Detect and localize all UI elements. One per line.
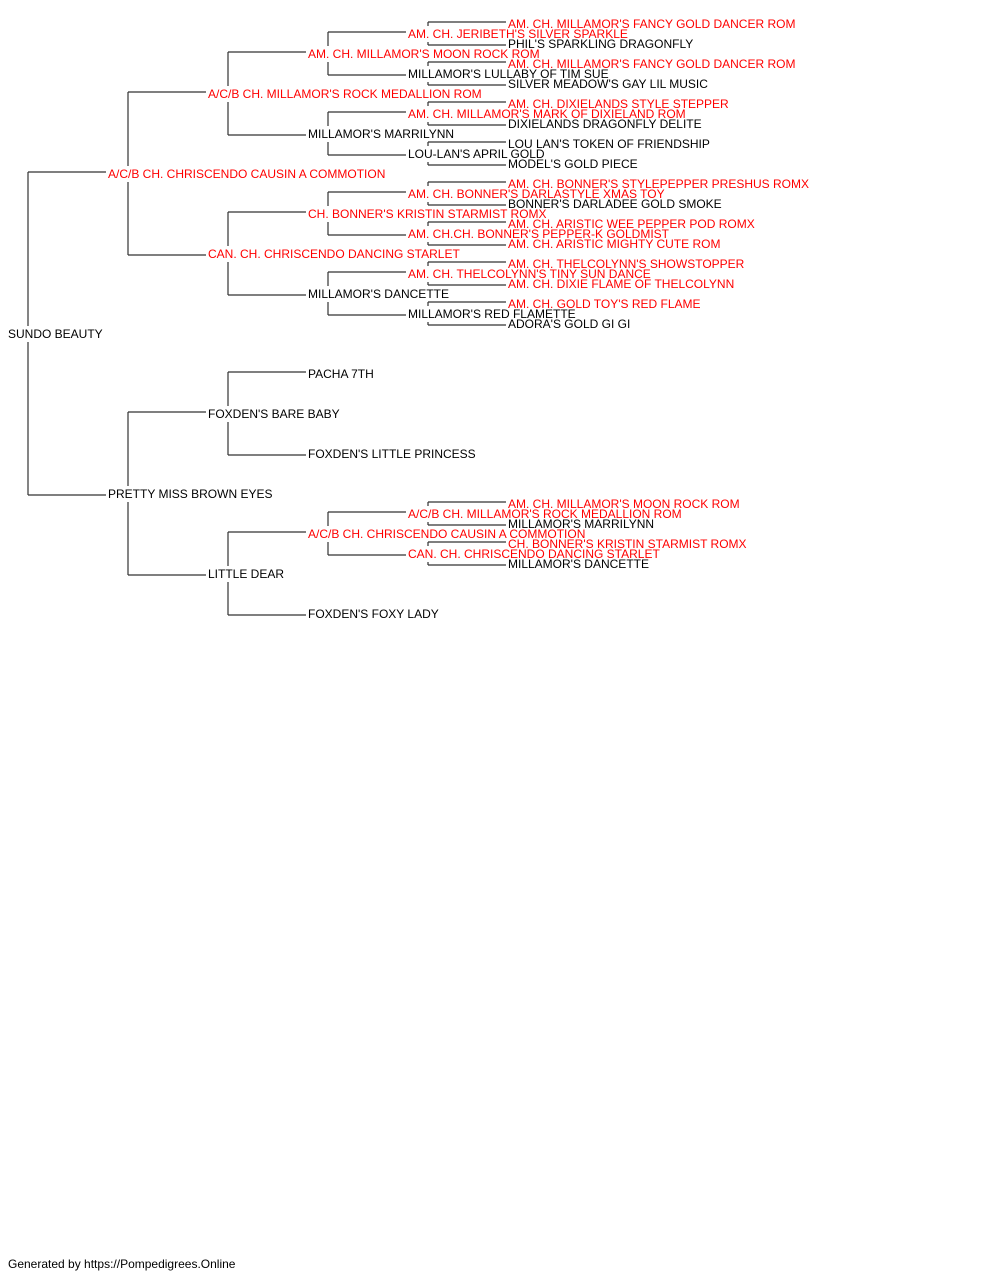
ancestor-name: AM. CH. DIXIELANDS STYLE STEPPER xyxy=(508,97,729,111)
ancestor-name: CAN. CH. CHRISCENDO DANCING STARLET xyxy=(208,247,460,261)
ancestor-name: AM. CH. THELCOLYNN'S SHOWSTOPPER xyxy=(508,257,745,271)
ancestor-name: AM. CH. MILLAMOR'S MARK OF DIXIELAND ROM xyxy=(408,107,686,121)
ancestor-name: AM. CH. BONNER'S STYLEPEPPER PRESHUS ROM… xyxy=(508,177,810,191)
ancestor-name: SILVER MEADOW'S GAY LIL MUSIC xyxy=(508,77,708,91)
ancestor-name: FOXDEN'S FOXY LADY xyxy=(308,607,439,621)
ancestor-name: MILLAMOR'S LULLABY OF TIM SUE xyxy=(408,67,609,81)
ancestor-name: PACHA 7TH xyxy=(308,367,374,381)
footer-credit: Generated by https://Pompedigrees.Online xyxy=(8,1257,236,1271)
ancestor-name: PRETTY MISS BROWN EYES xyxy=(108,487,273,501)
ancestor-name: AM. CH. MILLAMOR'S FANCY GOLD DANCER ROM xyxy=(508,17,796,31)
ancestor-name: ADORA'S GOLD GI GI xyxy=(508,317,631,331)
ancestor-name: LOU LAN'S TOKEN OF FRIENDSHIP xyxy=(508,137,710,151)
ancestor-name: A/C/B CH. CHRISCENDO CAUSIN A COMMOTION xyxy=(108,167,386,181)
ancestor-name: MILLAMOR'S MARRILYNN xyxy=(308,127,455,141)
ancestor-name: MILLAMOR'S RED FLAMETTE xyxy=(408,307,576,321)
ancestor-name: DIXIELANDS DRAGONFLY DELITE xyxy=(508,117,702,131)
ancestor-name: AM. CH. MILLAMOR'S MOON ROCK ROM xyxy=(508,497,740,511)
ancestor-name: CH. BONNER'S KRISTIN STARMIST ROMX xyxy=(508,537,747,551)
ancestor-name: FOXDEN'S LITTLE PRINCESS xyxy=(308,447,476,461)
ancestor-name: AM. CH. ARISTIC MIGHTY CUTE ROM xyxy=(508,237,721,251)
ancestor-name: PHIL'S SPARKLING DRAGONFLY xyxy=(508,37,694,51)
ancestor-name: AM. CH. MILLAMOR'S FANCY GOLD DANCER ROM xyxy=(508,57,796,71)
ancestor-name: CH. BONNER'S KRISTIN STARMIST ROMX xyxy=(308,207,547,221)
ancestor-name: AM. CH.CH. BONNER'S PEPPER-K GOLDMIST xyxy=(408,227,669,241)
ancestor-name: AM. CH. THELCOLYNN'S TINY SUN DANCE xyxy=(408,267,651,281)
ancestor-name: CAN. CH. CHRISCENDO DANCING STARLET xyxy=(408,547,660,561)
ancestor-name: AM. CH. BONNER'S DARLASTYLE XMAS TOY xyxy=(408,187,665,201)
subject-name: SUNDO BEAUTY xyxy=(8,327,103,341)
ancestor-name: FOXDEN'S BARE BABY xyxy=(208,407,340,421)
ancestor-name: MILLAMOR'S DANCETTE xyxy=(308,287,449,301)
ancestor-name: MODEL'S GOLD PIECE xyxy=(508,157,638,171)
ancestor-name: LOU-LAN'S APRIL GOLD xyxy=(408,147,545,161)
ancestor-name: LITTLE DEAR xyxy=(208,567,285,581)
ancestor-name: MILLAMOR'S DANCETTE xyxy=(508,557,649,571)
ancestor-name: MILLAMOR'S MARRILYNN xyxy=(508,517,655,531)
ancestor-name: AM. CH. DIXIE FLAME OF THELCOLYNN xyxy=(508,277,735,291)
ancestor-name: AM. CH. ARISTIC WEE PEPPER POD ROMX xyxy=(508,217,755,231)
ancestor-name: A/C/B CH. MILLAMOR'S ROCK MEDALLION ROM xyxy=(408,507,682,521)
ancestor-name: AM. CH. GOLD TOY'S RED FLAME xyxy=(508,297,701,311)
ancestor-name: AM. CH. MILLAMOR'S MOON ROCK ROM xyxy=(308,47,540,61)
ancestor-name: A/C/B CH. CHRISCENDO CAUSIN A COMMOTION xyxy=(308,527,586,541)
ancestor-name: A/C/B CH. MILLAMOR'S ROCK MEDALLION ROM xyxy=(208,87,482,101)
ancestor-name: BONNER'S DARLADEE GOLD SMOKE xyxy=(508,197,722,211)
ancestor-name: AM. CH. JERIBETH'S SILVER SPARKLE xyxy=(408,27,628,41)
